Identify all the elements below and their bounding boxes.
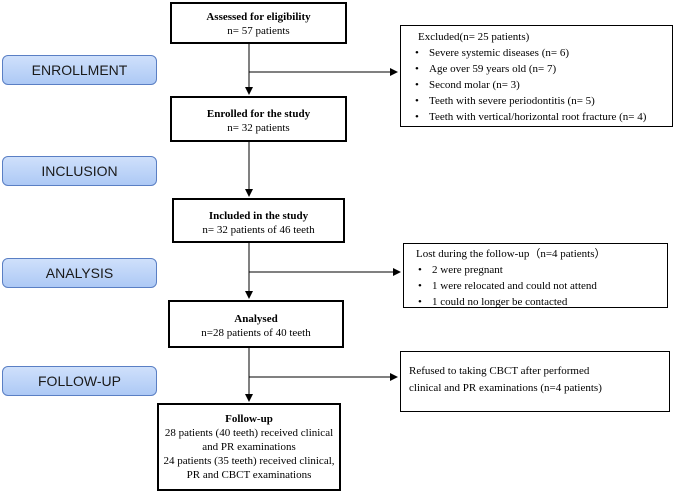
box-included: Included in the study n= 32 patients of … [172, 198, 345, 243]
refused-line-2: clinical and PR examinations (n=4 patien… [409, 382, 602, 394]
eligibility-title: Assessed for eligibility [206, 11, 311, 23]
followup-line-2: and PR examinations [202, 441, 296, 453]
lost-item: 1 were relocated and could not attend [412, 278, 667, 294]
lost-box: Lost during the follow-up（n=4 patients） … [403, 243, 668, 310]
excluded-box: Excluded(n= 25 patients) Severe systemic… [400, 25, 673, 127]
followup-line-3: 24 patients (35 teeth) received clinical… [163, 455, 335, 467]
lost-list: 2 were pregnant 1 were relocated and cou… [412, 262, 667, 310]
lost-item: 2 were pregnant [412, 262, 667, 278]
excluded-item: Second molar (n= 3) [409, 77, 672, 93]
box-enrolled: Enrolled for the study n= 32 patients [170, 96, 347, 142]
enrolled-title: Enrolled for the study [206, 108, 311, 120]
followup-title: Follow-up [225, 413, 273, 425]
stage-enrollment: ENROLLMENT [2, 55, 157, 85]
included-title: Included in the study [208, 210, 309, 222]
box-followup: Follow-up 28 patients (40 teeth) receive… [157, 403, 341, 491]
stage-followup: FOLLOW-UP [2, 366, 157, 396]
excluded-item: Age over 59 years old (n= 7) [409, 61, 672, 77]
refused-box: Refused to taking CBCT after performed c… [400, 351, 670, 412]
excluded-item: Teeth with vertical/horizontal root frac… [409, 109, 672, 125]
box-analysed: Analysed n=28 patients of 40 teeth [168, 300, 344, 348]
followup-line-4: PR and CBCT examinations [186, 469, 312, 481]
eligibility-count: n= 57 patients [227, 25, 290, 37]
stage-analysis: ANALYSIS [2, 258, 157, 288]
refused-line-1: Refused to taking CBCT after performed [409, 365, 590, 377]
lost-header: Lost during the follow-up（n=4 patients） [416, 248, 606, 260]
excluded-header: Excluded(n= 25 patients) [418, 31, 530, 43]
analysed-count: n=28 patients of 40 teeth [201, 327, 311, 339]
enrolled-count: n= 32 patients [227, 122, 290, 134]
excluded-item: Teeth with severe periodontitis (n= 5) [409, 93, 672, 109]
analysed-title: Analysed [234, 313, 278, 325]
excluded-list: Severe systemic diseases (n= 6) Age over… [409, 45, 672, 125]
excluded-item: Severe systemic diseases (n= 6) [409, 45, 672, 61]
included-count: n= 32 patients of 46 teeth [202, 224, 315, 236]
lost-item: 1 could no longer be contacted [412, 294, 667, 310]
box-eligibility: Assessed for eligibility n= 57 patients [170, 2, 347, 44]
followup-line-1: 28 patients (40 teeth) received clinical [164, 427, 334, 439]
stage-inclusion: INCLUSION [2, 156, 157, 186]
